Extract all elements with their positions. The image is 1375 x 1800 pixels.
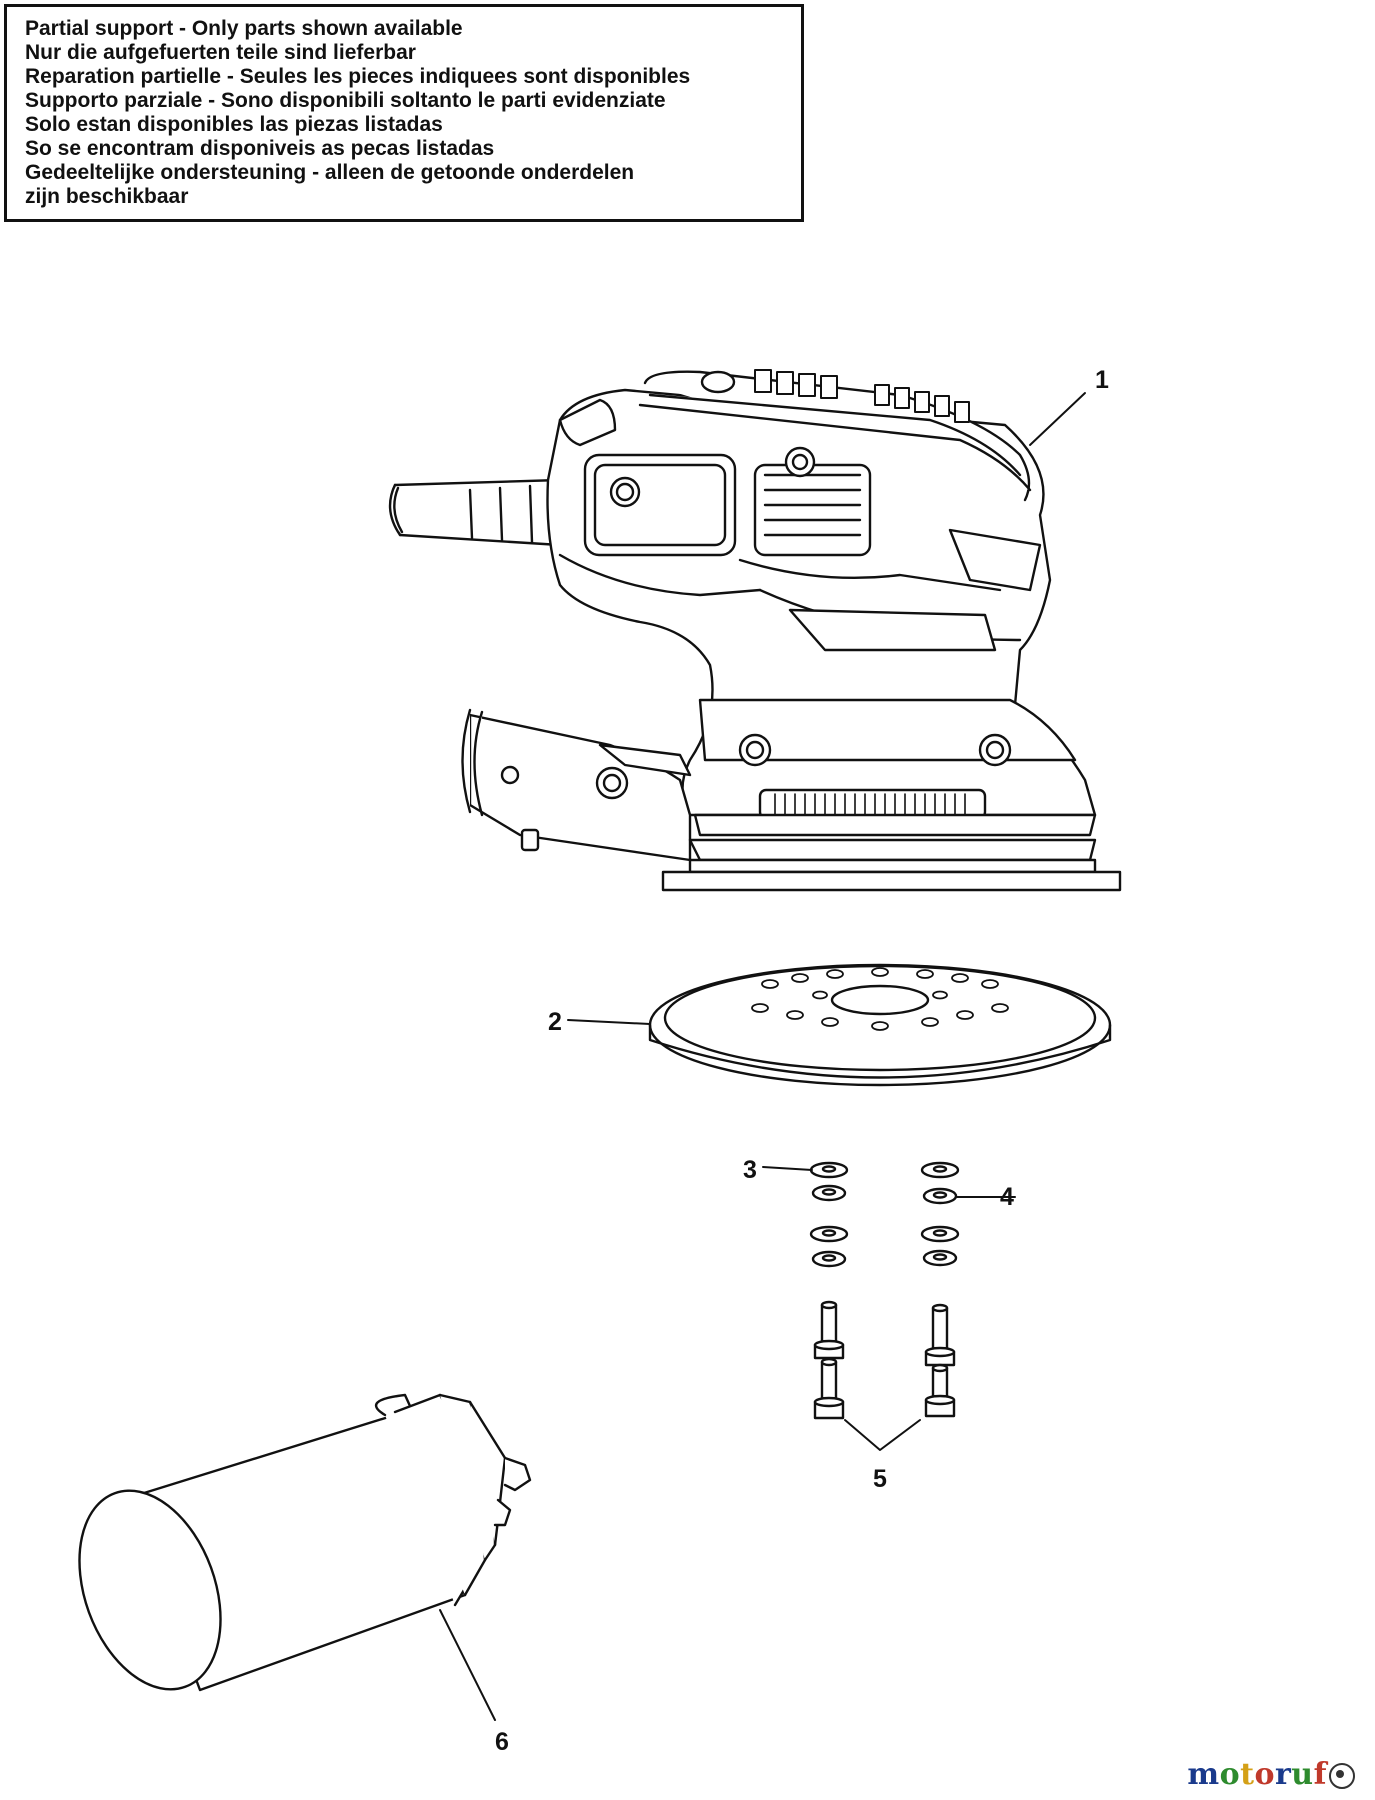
notice-line-nl: Gedeeltelijke ondersteuning - alleen de … <box>25 161 635 184</box>
watermark-badge-icon <box>1329 1763 1355 1789</box>
watermark-letter: t <box>1240 1757 1255 1792</box>
callout-5: 5 <box>873 1465 887 1493</box>
notice-line-de: Nur die aufgefuerten teile sind lieferba… <box>25 41 416 64</box>
notice-line-pt: So se encontram disponiveis as pecas lis… <box>25 137 495 160</box>
notice-line-fr: Reparation partielle - Seules les pieces… <box>25 65 691 88</box>
watermark-letter: o <box>1219 1757 1241 1792</box>
screws-drawing <box>813 1300 956 1420</box>
notice-box: Partial support - Only parts shown avail… <box>4 4 804 222</box>
callout-1: 1 <box>1095 366 1109 394</box>
notice-line-es: Solo estan disponibles las piezas listad… <box>25 113 443 136</box>
watermark-letter: f <box>1313 1757 1327 1792</box>
watermark-letter: u <box>1291 1757 1314 1792</box>
sander-body-drawing <box>388 369 1122 892</box>
watermark-text: motoruf <box>1187 1757 1327 1792</box>
dust-canister-drawing <box>78 1393 532 1692</box>
callout-6: 6 <box>495 1728 509 1756</box>
leader-lines <box>439 392 1086 1721</box>
callout-3: 3 <box>743 1156 757 1184</box>
watermark-letter: m <box>1187 1757 1220 1792</box>
washers-drawing <box>809 1161 960 1268</box>
sanding-pad-drawing <box>648 963 1112 1087</box>
callout-2: 2 <box>548 1008 562 1036</box>
notice-line-en: Partial support - Only parts shown avail… <box>25 17 463 40</box>
watermark-letter: r <box>1274 1757 1292 1792</box>
watermark-letter: o <box>1254 1757 1275 1792</box>
notice-line-it: Supporto parziale - Sono disponibili sol… <box>25 89 666 112</box>
watermark-logo: motoruf <box>1187 1757 1355 1792</box>
callout-4: 4 <box>1000 1183 1014 1211</box>
notice-line-nl-cont: zijn beschikbaar <box>25 185 189 208</box>
